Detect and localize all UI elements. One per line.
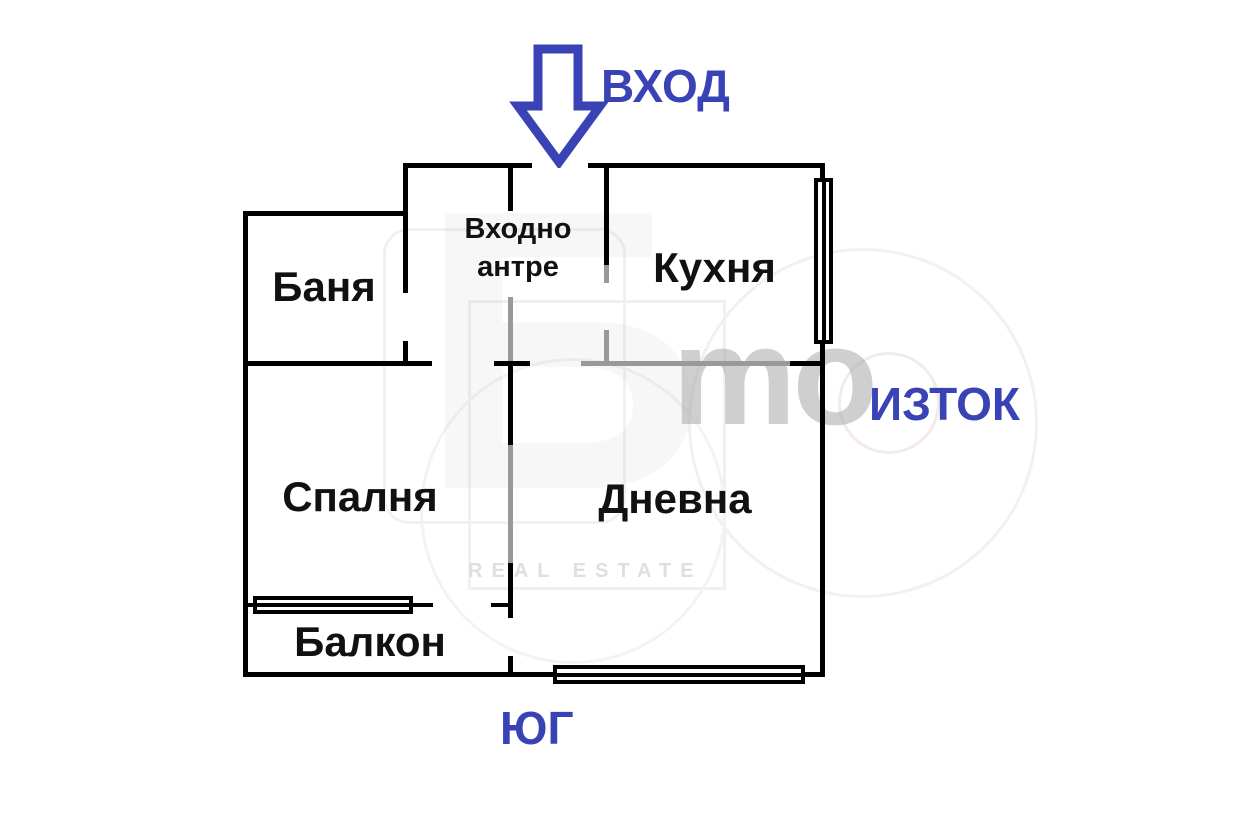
wall-segment: [508, 563, 513, 618]
window-symbol-kitchen: [814, 178, 833, 344]
wall-segment: [508, 163, 513, 211]
wall-segment: [243, 603, 255, 607]
wall-segment: [790, 361, 823, 366]
room-label-entry-hall: Входно антре: [425, 211, 611, 286]
entrance-arrow-icon: [508, 40, 612, 173]
room-label-balcony: Балкон: [294, 618, 446, 665]
watermark-tagline: REAL ESTATE: [468, 560, 703, 582]
room-label-bathroom: Баня: [272, 263, 376, 310]
wall-segment: [820, 163, 825, 677]
east-label: ИЗТОК: [869, 378, 1020, 430]
wall-segment: [604, 265, 609, 283]
room-label-kitchen: Кухня: [653, 244, 776, 291]
watermark-logo-letters: mo: [672, 297, 878, 454]
wall-segment: [588, 163, 825, 168]
wall-segment: [491, 603, 510, 607]
room-label-living-room: Дневна: [598, 475, 752, 522]
entrance-label: ВХОД: [601, 60, 730, 112]
window-symbol-bedroom: [253, 596, 413, 614]
south-label: ЮГ: [500, 702, 574, 754]
wall-segment: [508, 445, 513, 563]
wall-segment: [243, 361, 432, 366]
wall-segment: [508, 297, 513, 361]
wall-segment: [508, 361, 513, 445]
wall-segment: [243, 211, 405, 216]
wall-segment: [411, 603, 433, 607]
wall-segment: [403, 163, 532, 168]
wall-segment: [604, 163, 609, 265]
window-symbol-living-room: [553, 665, 805, 684]
watermark-frame: [468, 300, 726, 590]
room-label-bedroom: Спалня: [282, 473, 438, 520]
wall-segment: [243, 211, 248, 677]
wall-segment: [508, 656, 513, 677]
wall-segment: [604, 330, 609, 363]
wall-segment: [403, 341, 408, 366]
room-label-entry-hall-line1: Входно: [464, 213, 572, 245]
room-label-entry-hall-line2: антре: [477, 250, 559, 283]
wall-segment: [581, 361, 790, 366]
wall-segment: [243, 672, 825, 677]
